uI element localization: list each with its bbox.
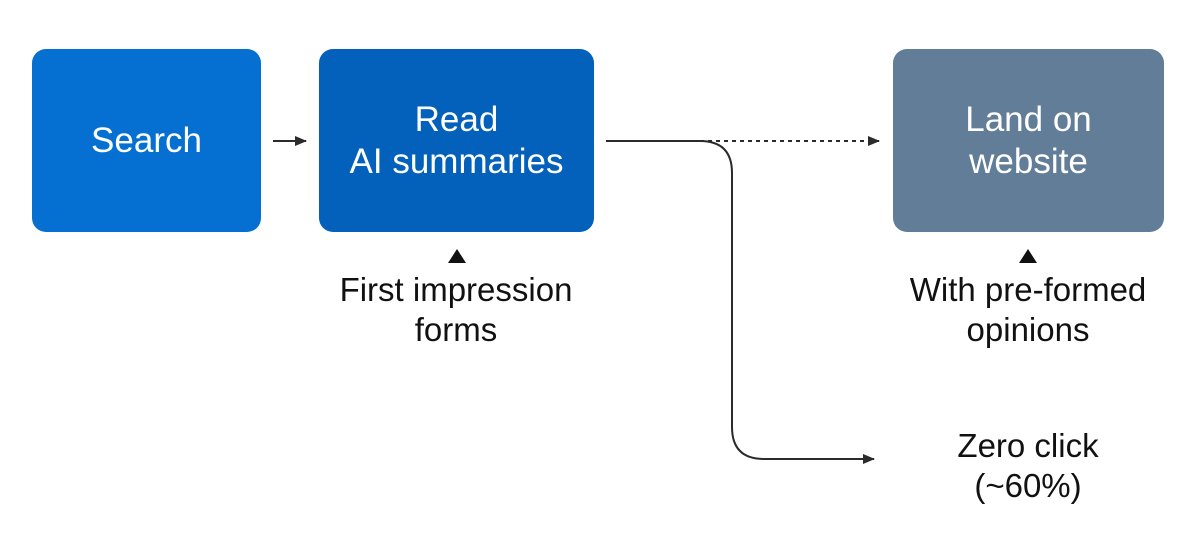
note-preformed-opinions: With pre-formed opinions bbox=[868, 270, 1188, 350]
step-land-on-website-box: Land on website bbox=[893, 49, 1164, 232]
note-first-line1: First impression bbox=[339, 271, 573, 308]
step-read-line2: AI summaries bbox=[349, 141, 564, 181]
step-land-line1: Land on bbox=[965, 99, 1092, 139]
step-read-ai-summaries-box: Read AI summaries bbox=[319, 49, 594, 232]
note-zero-line1: Zero click bbox=[957, 427, 1099, 464]
note-first-line2: forms bbox=[414, 311, 498, 348]
step-search-box: Search bbox=[32, 49, 261, 232]
note-preformed-line2: opinions bbox=[966, 311, 1090, 348]
note-zero-line2: (~60%) bbox=[974, 467, 1082, 504]
triangle-pointer-icon bbox=[1019, 249, 1037, 263]
note-zero-click: Zero click (~60%) bbox=[918, 426, 1138, 506]
arrow-read-to-zero-click bbox=[699, 140, 875, 464]
note-first-impression: First impression forms bbox=[306, 270, 606, 350]
step-search-label: Search bbox=[91, 120, 202, 160]
step-read-line1: Read bbox=[414, 99, 499, 139]
note-preformed-line1: With pre-formed bbox=[909, 271, 1147, 308]
triangle-pointer-icon bbox=[448, 249, 466, 263]
step-land-line2: website bbox=[969, 141, 1088, 181]
